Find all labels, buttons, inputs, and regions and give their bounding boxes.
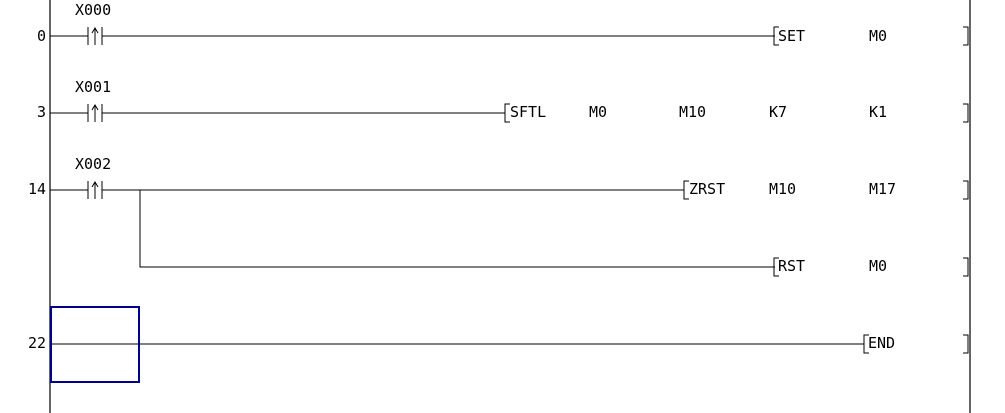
right-bracket-icon: [963, 334, 969, 354]
right-bracket-icon: [963, 257, 969, 277]
rung-3[interactable]: 3 X001 SFTL M0 M10 K7 K1: [37, 78, 969, 123]
left-bracket-icon: [773, 26, 779, 46]
operand: K7: [769, 103, 787, 121]
instruction-box[interactable]: END: [863, 334, 969, 354]
instruction-mnemonic: ZRST: [689, 180, 725, 198]
branch-wire: [139, 190, 775, 268]
instruction-box[interactable]: ZRST M10 M17: [683, 180, 969, 200]
instruction-mnemonic: RST: [778, 257, 805, 275]
instruction-box[interactable]: SET M0: [773, 26, 969, 46]
left-bracket-icon: [863, 334, 869, 354]
step-number: 14: [28, 180, 46, 198]
instruction-mnemonic: END: [868, 334, 895, 352]
operand: K1: [869, 103, 887, 121]
right-bracket-icon: [963, 103, 969, 123]
operand: M17: [869, 180, 896, 198]
left-bracket-icon: [504, 103, 510, 123]
step-number: 0: [37, 27, 46, 45]
contact-device-label: X001: [75, 78, 111, 96]
step-number: 3: [37, 103, 46, 121]
operand: M0: [869, 27, 887, 45]
rising-edge-contact-icon[interactable]: [50, 104, 103, 122]
operand: M10: [679, 103, 706, 121]
contact-device-label: X000: [75, 1, 111, 19]
left-bracket-icon: [773, 257, 779, 277]
operand: M10: [769, 180, 796, 198]
rising-edge-contact-icon[interactable]: [50, 181, 103, 199]
instruction-mnemonic: SFTL: [510, 103, 546, 121]
step-number: 22: [28, 334, 46, 352]
rung-0[interactable]: 0 X000 SET M0: [37, 1, 969, 46]
rung-14[interactable]: 14 X002 ZRST M10 M17 RST M0: [28, 155, 969, 277]
rung-22[interactable]: 22 END: [28, 334, 969, 354]
contact-device-label: X002: [75, 155, 111, 173]
left-bracket-icon: [683, 180, 689, 200]
instruction-mnemonic: SET: [778, 27, 805, 45]
instruction-box[interactable]: SFTL M0 M10 K7 K1: [504, 103, 969, 123]
edit-cursor[interactable]: [50, 306, 140, 383]
rising-edge-contact-icon[interactable]: [50, 27, 103, 45]
right-bracket-icon: [963, 180, 969, 200]
right-bracket-icon: [963, 26, 969, 46]
operand: M0: [589, 103, 607, 121]
instruction-box[interactable]: RST M0: [773, 257, 969, 277]
operand: M0: [869, 257, 887, 275]
